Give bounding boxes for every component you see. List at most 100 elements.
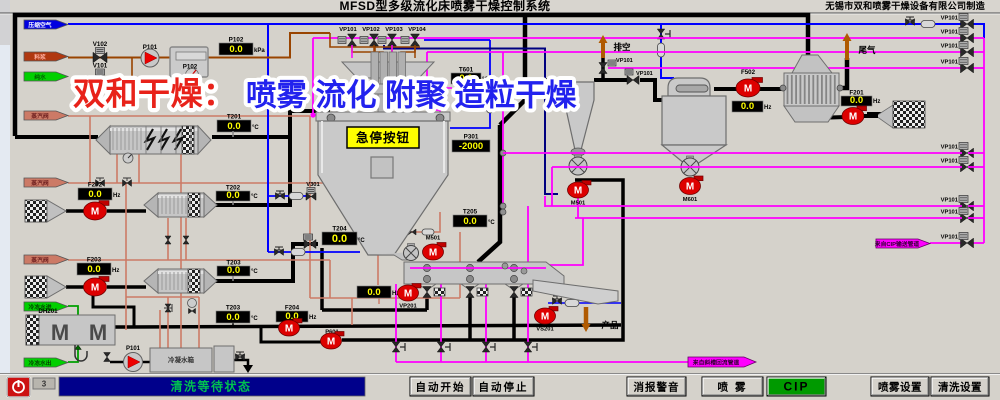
svg-text:M: M bbox=[541, 312, 549, 323]
svg-text:VP101: VP101 bbox=[941, 145, 959, 151]
svg-text:Hz: Hz bbox=[873, 99, 880, 105]
svg-text:排空: 排空 bbox=[613, 42, 631, 52]
svg-text:VP101: VP101 bbox=[636, 71, 653, 77]
svg-text:M: M bbox=[744, 84, 752, 95]
svg-text:无锡市双和喷雾干燥设备有限公司制造: 无锡市双和喷雾干燥设备有限公司制造 bbox=[824, 0, 985, 11]
svg-text:Hz: Hz bbox=[764, 105, 771, 111]
svg-text:0.0: 0.0 bbox=[463, 216, 476, 227]
svg-text:3: 3 bbox=[42, 380, 47, 389]
svg-text:T201: T201 bbox=[227, 114, 242, 121]
svg-text:VP101: VP101 bbox=[616, 58, 633, 64]
svg-text:Hz: Hz bbox=[113, 193, 120, 199]
svg-text:冷冻水进: 冷冻水进 bbox=[28, 303, 51, 311]
svg-text:F203: F203 bbox=[87, 257, 102, 264]
svg-text:M: M bbox=[285, 324, 293, 335]
svg-text:来自斜槽回流管道: 来自斜槽回流管道 bbox=[692, 358, 740, 366]
svg-text:P601: P601 bbox=[325, 330, 339, 336]
svg-text:VP101: VP101 bbox=[941, 198, 959, 204]
svg-text:清洗等待状态: 清洗等待状态 bbox=[170, 379, 251, 394]
svg-text:MFSD型多级流化床喷雾干燥控制系统: MFSD型多级流化床喷雾干燥控制系统 bbox=[340, 0, 551, 13]
svg-text:蒸汽阀: 蒸汽阀 bbox=[31, 256, 49, 264]
svg-text:VP201: VP201 bbox=[399, 304, 417, 310]
svg-text:0.0: 0.0 bbox=[229, 44, 242, 55]
svg-text:VP101: VP101 bbox=[941, 44, 959, 50]
svg-text:料浆: 料浆 bbox=[34, 53, 46, 61]
svg-text:°C: °C bbox=[252, 125, 259, 131]
svg-text:°C: °C bbox=[488, 220, 495, 226]
svg-text:M: M bbox=[574, 186, 582, 197]
svg-text:0.0: 0.0 bbox=[332, 233, 347, 245]
svg-text:0.0: 0.0 bbox=[459, 73, 472, 84]
svg-text:急停按钮: 急停按钮 bbox=[356, 130, 410, 145]
svg-text:VP101: VP101 bbox=[941, 30, 959, 36]
svg-text:VP101: VP101 bbox=[941, 235, 959, 241]
svg-text:-2000: -2000 bbox=[459, 141, 483, 152]
svg-text:M: M bbox=[51, 320, 69, 345]
svg-text:T203: T203 bbox=[226, 260, 241, 267]
svg-text:VS201: VS201 bbox=[536, 327, 554, 333]
svg-text:Hz: Hz bbox=[112, 268, 119, 274]
svg-text:清洗设置: 清洗设置 bbox=[938, 380, 982, 393]
svg-text:P102: P102 bbox=[229, 37, 244, 44]
svg-text:F202: F202 bbox=[88, 182, 103, 189]
svg-text:F502: F502 bbox=[741, 69, 756, 76]
svg-text:VP104: VP104 bbox=[408, 27, 426, 33]
svg-text:kPa: kPa bbox=[254, 48, 265, 54]
svg-text:0.0: 0.0 bbox=[367, 287, 380, 298]
svg-text:Hz: Hz bbox=[309, 315, 316, 321]
svg-text:VP101: VP101 bbox=[941, 210, 959, 216]
svg-text:VP101: VP101 bbox=[941, 60, 959, 66]
svg-text:M: M bbox=[89, 320, 107, 345]
svg-text:°C: °C bbox=[251, 316, 258, 322]
svg-text:产品: 产品 bbox=[601, 320, 619, 330]
svg-text:DH201: DH201 bbox=[38, 308, 58, 315]
svg-text:自动停止: 自动停止 bbox=[479, 380, 529, 393]
svg-text:消报警音: 消报警音 bbox=[634, 380, 680, 393]
svg-text:M501: M501 bbox=[426, 236, 441, 242]
svg-text:F201: F201 bbox=[849, 90, 864, 97]
svg-text:喷雾 流化 附聚 造粒干燥: 喷雾 流化 附聚 造粒干燥 bbox=[246, 79, 577, 113]
svg-text:V101: V101 bbox=[93, 63, 108, 70]
svg-text:压缩空气: 压缩空气 bbox=[28, 21, 51, 29]
svg-text:VP101: VP101 bbox=[941, 159, 959, 165]
svg-text:0.0: 0.0 bbox=[226, 312, 239, 323]
svg-text:VP101: VP101 bbox=[339, 27, 357, 33]
svg-text:VP101: VP101 bbox=[941, 16, 959, 22]
svg-text:°C: °C bbox=[358, 238, 365, 244]
svg-text:蒸汽阀: 蒸汽阀 bbox=[31, 112, 49, 120]
svg-text:喷 雾: 喷 雾 bbox=[718, 380, 748, 393]
svg-text:M: M bbox=[91, 207, 99, 218]
svg-text:冷凝水箱: 冷凝水箱 bbox=[168, 355, 195, 364]
svg-text:P102: P102 bbox=[183, 64, 198, 71]
svg-text:M501: M501 bbox=[571, 201, 586, 207]
svg-text:蒸汽阀: 蒸汽阀 bbox=[31, 179, 49, 187]
svg-text:0.0: 0.0 bbox=[227, 265, 240, 276]
svg-text:VP102: VP102 bbox=[362, 27, 379, 33]
svg-text:F204: F204 bbox=[285, 305, 300, 312]
svg-text:双和干燥：: 双和干燥： bbox=[73, 76, 236, 112]
svg-text:M601: M601 bbox=[683, 197, 698, 203]
svg-text:0.0: 0.0 bbox=[741, 101, 754, 112]
svg-text:0.0: 0.0 bbox=[88, 189, 101, 200]
svg-text:P101: P101 bbox=[126, 346, 141, 352]
svg-text:冷冻水出: 冷冻水出 bbox=[28, 359, 51, 367]
svg-text:CIP: CIP bbox=[783, 379, 809, 393]
svg-text:喷雾设置: 喷雾设置 bbox=[878, 380, 922, 393]
svg-text:尾气: 尾气 bbox=[857, 45, 876, 55]
svg-text:V102: V102 bbox=[93, 41, 108, 48]
svg-text:0.0: 0.0 bbox=[285, 311, 298, 322]
svg-text:M: M bbox=[849, 112, 857, 123]
svg-text:V301: V301 bbox=[306, 182, 320, 188]
svg-text:M: M bbox=[327, 337, 335, 348]
svg-text:0.0: 0.0 bbox=[87, 264, 100, 275]
svg-text:M: M bbox=[404, 289, 412, 300]
svg-text:T205: T205 bbox=[463, 209, 478, 216]
svg-text:T202: T202 bbox=[226, 185, 241, 192]
svg-text:°C: °C bbox=[482, 77, 489, 83]
svg-text:自动开始: 自动开始 bbox=[416, 380, 466, 393]
svg-text:P301: P301 bbox=[464, 134, 479, 141]
svg-text:M: M bbox=[91, 283, 99, 294]
svg-text:VP103: VP103 bbox=[385, 27, 403, 33]
svg-text:T204: T204 bbox=[332, 226, 347, 233]
svg-text:P101: P101 bbox=[143, 44, 158, 51]
